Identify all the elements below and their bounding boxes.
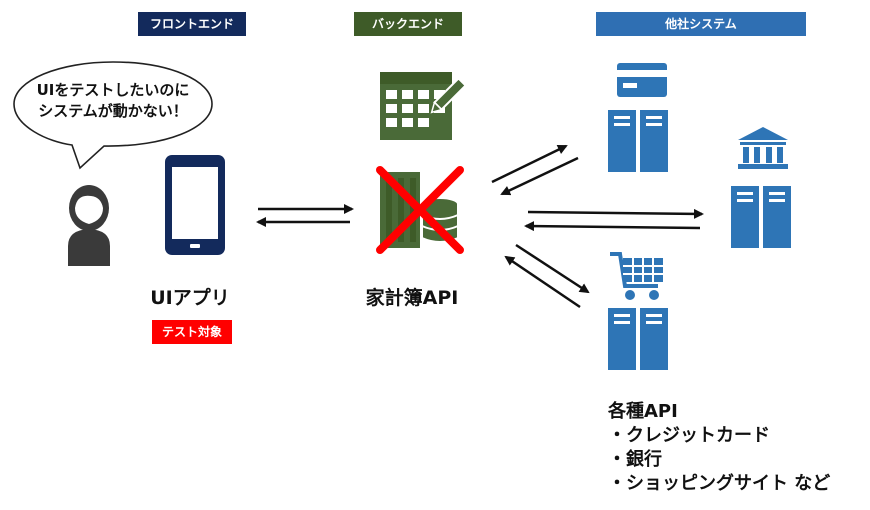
frontend-section-label: フロントエンド: [138, 12, 246, 36]
smartphone-icon: [165, 155, 225, 255]
api-list-item-bank: ・銀行: [608, 449, 662, 470]
ui-app-label: UIアプリ: [150, 287, 230, 309]
calendar-pencil-icon: [380, 72, 467, 140]
bank-icon: [738, 127, 788, 169]
bubble-text: UIをテストしたいのに システムが動かない！: [22, 80, 204, 122]
cross-icon: [376, 166, 464, 254]
api-list-item-shopping: ・ショッピングサイト など: [608, 473, 831, 494]
server-icon: [731, 186, 791, 248]
credit-card-icon: [617, 63, 667, 97]
bubble-line-1: UIをテストしたいのに: [36, 81, 190, 99]
api-list-item-credit-card: ・クレジットカード: [608, 425, 770, 446]
test-target-badge: テスト対象: [152, 320, 232, 344]
shopping-cart-icon: [610, 252, 663, 300]
server-icon: [608, 110, 668, 172]
api-list-title: 各種API: [608, 401, 678, 422]
external-api-list: 各種API ・クレジットカード ・銀行 ・ショッピングサイト など: [608, 400, 830, 496]
household-api-label: 家計簿API: [365, 287, 459, 309]
external-section-label: 他社システム: [596, 12, 806, 36]
bubble-line-2: システムが動かない！: [38, 102, 188, 120]
server-icon: [608, 308, 668, 370]
person-icon: [68, 185, 110, 266]
backend-section-label: バックエンド: [354, 12, 462, 36]
